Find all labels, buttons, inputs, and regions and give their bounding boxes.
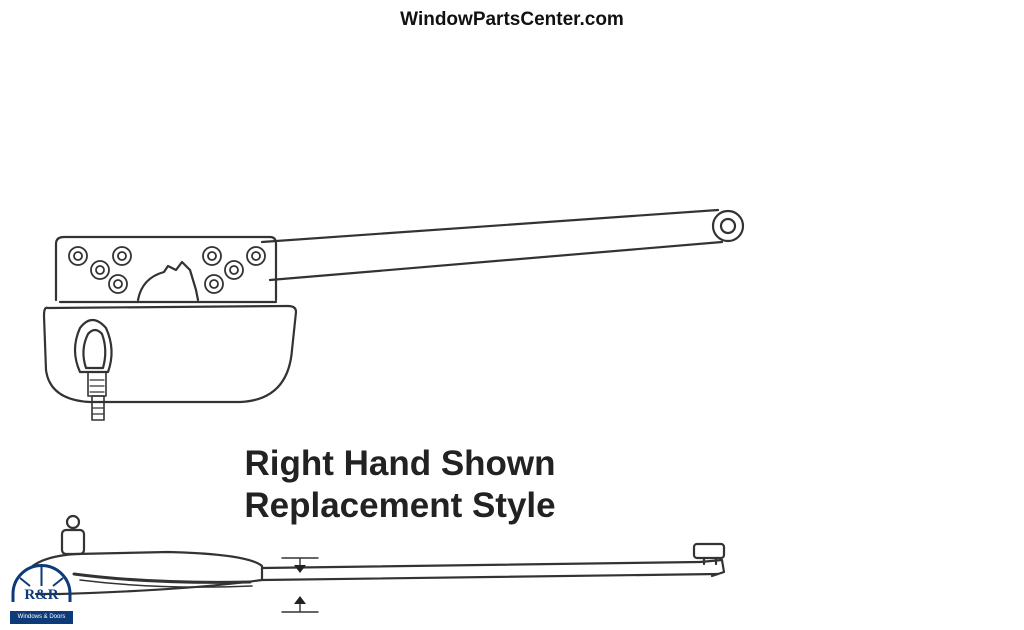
side-view-shaft [60, 528, 86, 556]
site-title: WindowPartsCenter.com [400, 9, 624, 30]
side-view-arm [260, 560, 720, 582]
arched-window-icon [11, 564, 72, 602]
arm-stud [711, 209, 745, 243]
operator-arm [260, 208, 724, 282]
brand-logo: R&R Windows & Doors [10, 564, 73, 624]
caption-line-1: Right Hand Shown [244, 444, 556, 483]
gear-housing [42, 304, 298, 404]
side-view-stud [692, 542, 726, 560]
dimension-arrow-icon [281, 557, 319, 613]
side-view-housing [28, 550, 264, 596]
logo-name: R&R [24, 587, 59, 603]
logo-tagline: Windows & Doors [10, 611, 73, 624]
crank-socket [73, 318, 113, 374]
caption-line-2: Replacement Style [244, 486, 556, 525]
screw-holes [68, 246, 266, 294]
gear-teeth [136, 260, 200, 302]
